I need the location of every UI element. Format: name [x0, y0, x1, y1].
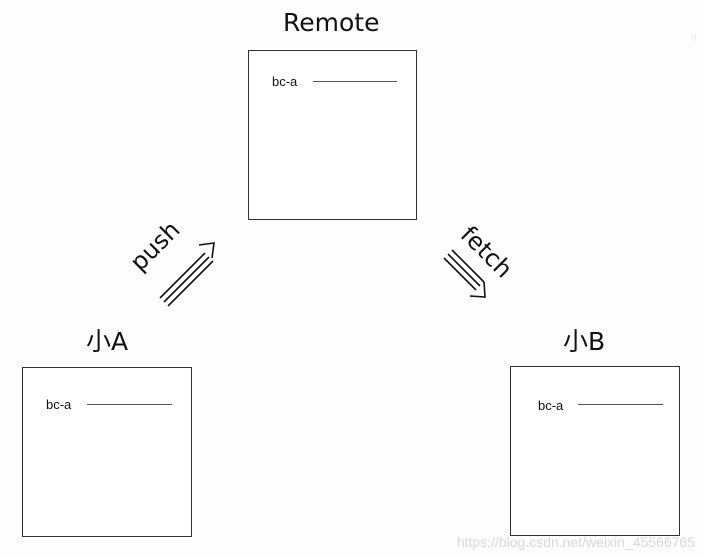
local-a-repo-box: bc-a	[22, 367, 192, 537]
local-b-branch-label: bc-a	[538, 398, 564, 413]
remote-repo-box: bc-a	[248, 50, 417, 220]
local-a-branch-line	[87, 404, 172, 405]
local-b-branch-line	[578, 404, 663, 405]
fetch-arrow-icon	[443, 249, 486, 298]
local-b-repo-box: bc-a	[510, 366, 680, 536]
remote-branch-line	[313, 81, 397, 82]
remote-title: Remote	[283, 8, 380, 37]
watermark-url: https://blog.csdn.net/weixin_45566765	[456, 534, 695, 550]
local-a-branch-label: bc-a	[46, 397, 72, 412]
local-b-title: 小B	[563, 327, 606, 356]
remote-branch-label: bc-a	[272, 74, 298, 89]
local-a-title: 小A	[86, 327, 129, 356]
corner-mark: ⁝⁝	[690, 33, 697, 44]
push-arrow-icon	[159, 242, 215, 307]
